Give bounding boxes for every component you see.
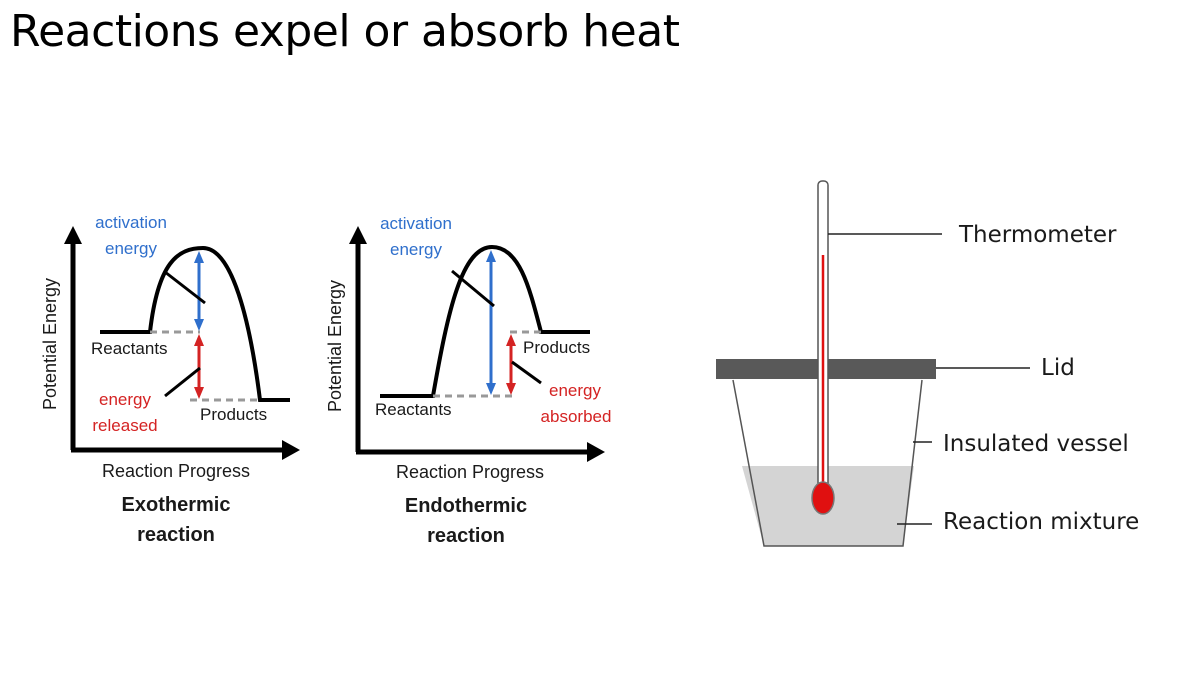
thermometer-bulb: [811, 481, 835, 515]
exo-x-axis-arrowhead: [282, 440, 300, 460]
endo-activation-leader: [451, 269, 495, 308]
endo-products-label: Products: [523, 338, 590, 357]
endothermic-diagram: activation energy Reactants Products ene…: [325, 214, 611, 547]
exo-caption-line-2: reaction: [137, 524, 215, 546]
exothermic-diagram: activation energy Reactants Products ene…: [40, 213, 300, 546]
exo-products-label: Products: [200, 405, 267, 424]
exo-energy-label-2: released: [92, 416, 157, 435]
endo-energy-leader: [511, 360, 542, 385]
exo-y-axis-label: Potential Energy: [40, 278, 60, 410]
exo-energy-label-1: energy: [99, 390, 151, 409]
exo-energy-curve: [100, 245, 290, 402]
endo-energy-label-2: absorbed: [541, 407, 612, 426]
exo-caption-line-1: Exothermic: [122, 494, 231, 516]
exo-reactants-label: Reactants: [91, 339, 168, 358]
exo-activation-label-1: activation: [95, 213, 167, 232]
exo-activation-label-2: energy: [105, 239, 157, 258]
endo-y-axis-arrowhead: [349, 226, 367, 244]
reaction-mixture-label: Reaction mixture: [943, 509, 1139, 535]
endo-activation-label-2: energy: [390, 240, 442, 259]
endo-reactants-label: Reactants: [375, 400, 452, 419]
endo-energy-curve: [380, 244, 590, 398]
endo-x-axis-label: Reaction Progress: [396, 462, 544, 482]
endo-caption-line-1: Endothermic: [405, 495, 527, 517]
exo-y-axis-arrowhead: [64, 226, 82, 244]
page-title: Reactions expel or absorb heat: [10, 6, 680, 57]
insulated-vessel-label: Insulated vessel: [943, 431, 1129, 457]
endo-x-axis-arrowhead: [587, 442, 605, 462]
exo-x-axis-label: Reaction Progress: [102, 461, 250, 481]
exo-activation-leader: [164, 270, 206, 305]
endo-activation-label-1: activation: [380, 214, 452, 233]
insulated-vessel: [732, 379, 923, 547]
endo-energy-label-1: energy: [549, 381, 601, 400]
exo-energy-leader: [164, 366, 201, 398]
endo-caption-line-2: reaction: [427, 525, 505, 547]
endo-y-axis-label: Potential Energy: [325, 280, 345, 412]
lid-label: Lid: [1041, 355, 1075, 381]
calorimeter-apparatus: Thermometer Lid Insulated vessel Reactio…: [716, 180, 1139, 547]
thermometer-label: Thermometer: [958, 222, 1117, 248]
